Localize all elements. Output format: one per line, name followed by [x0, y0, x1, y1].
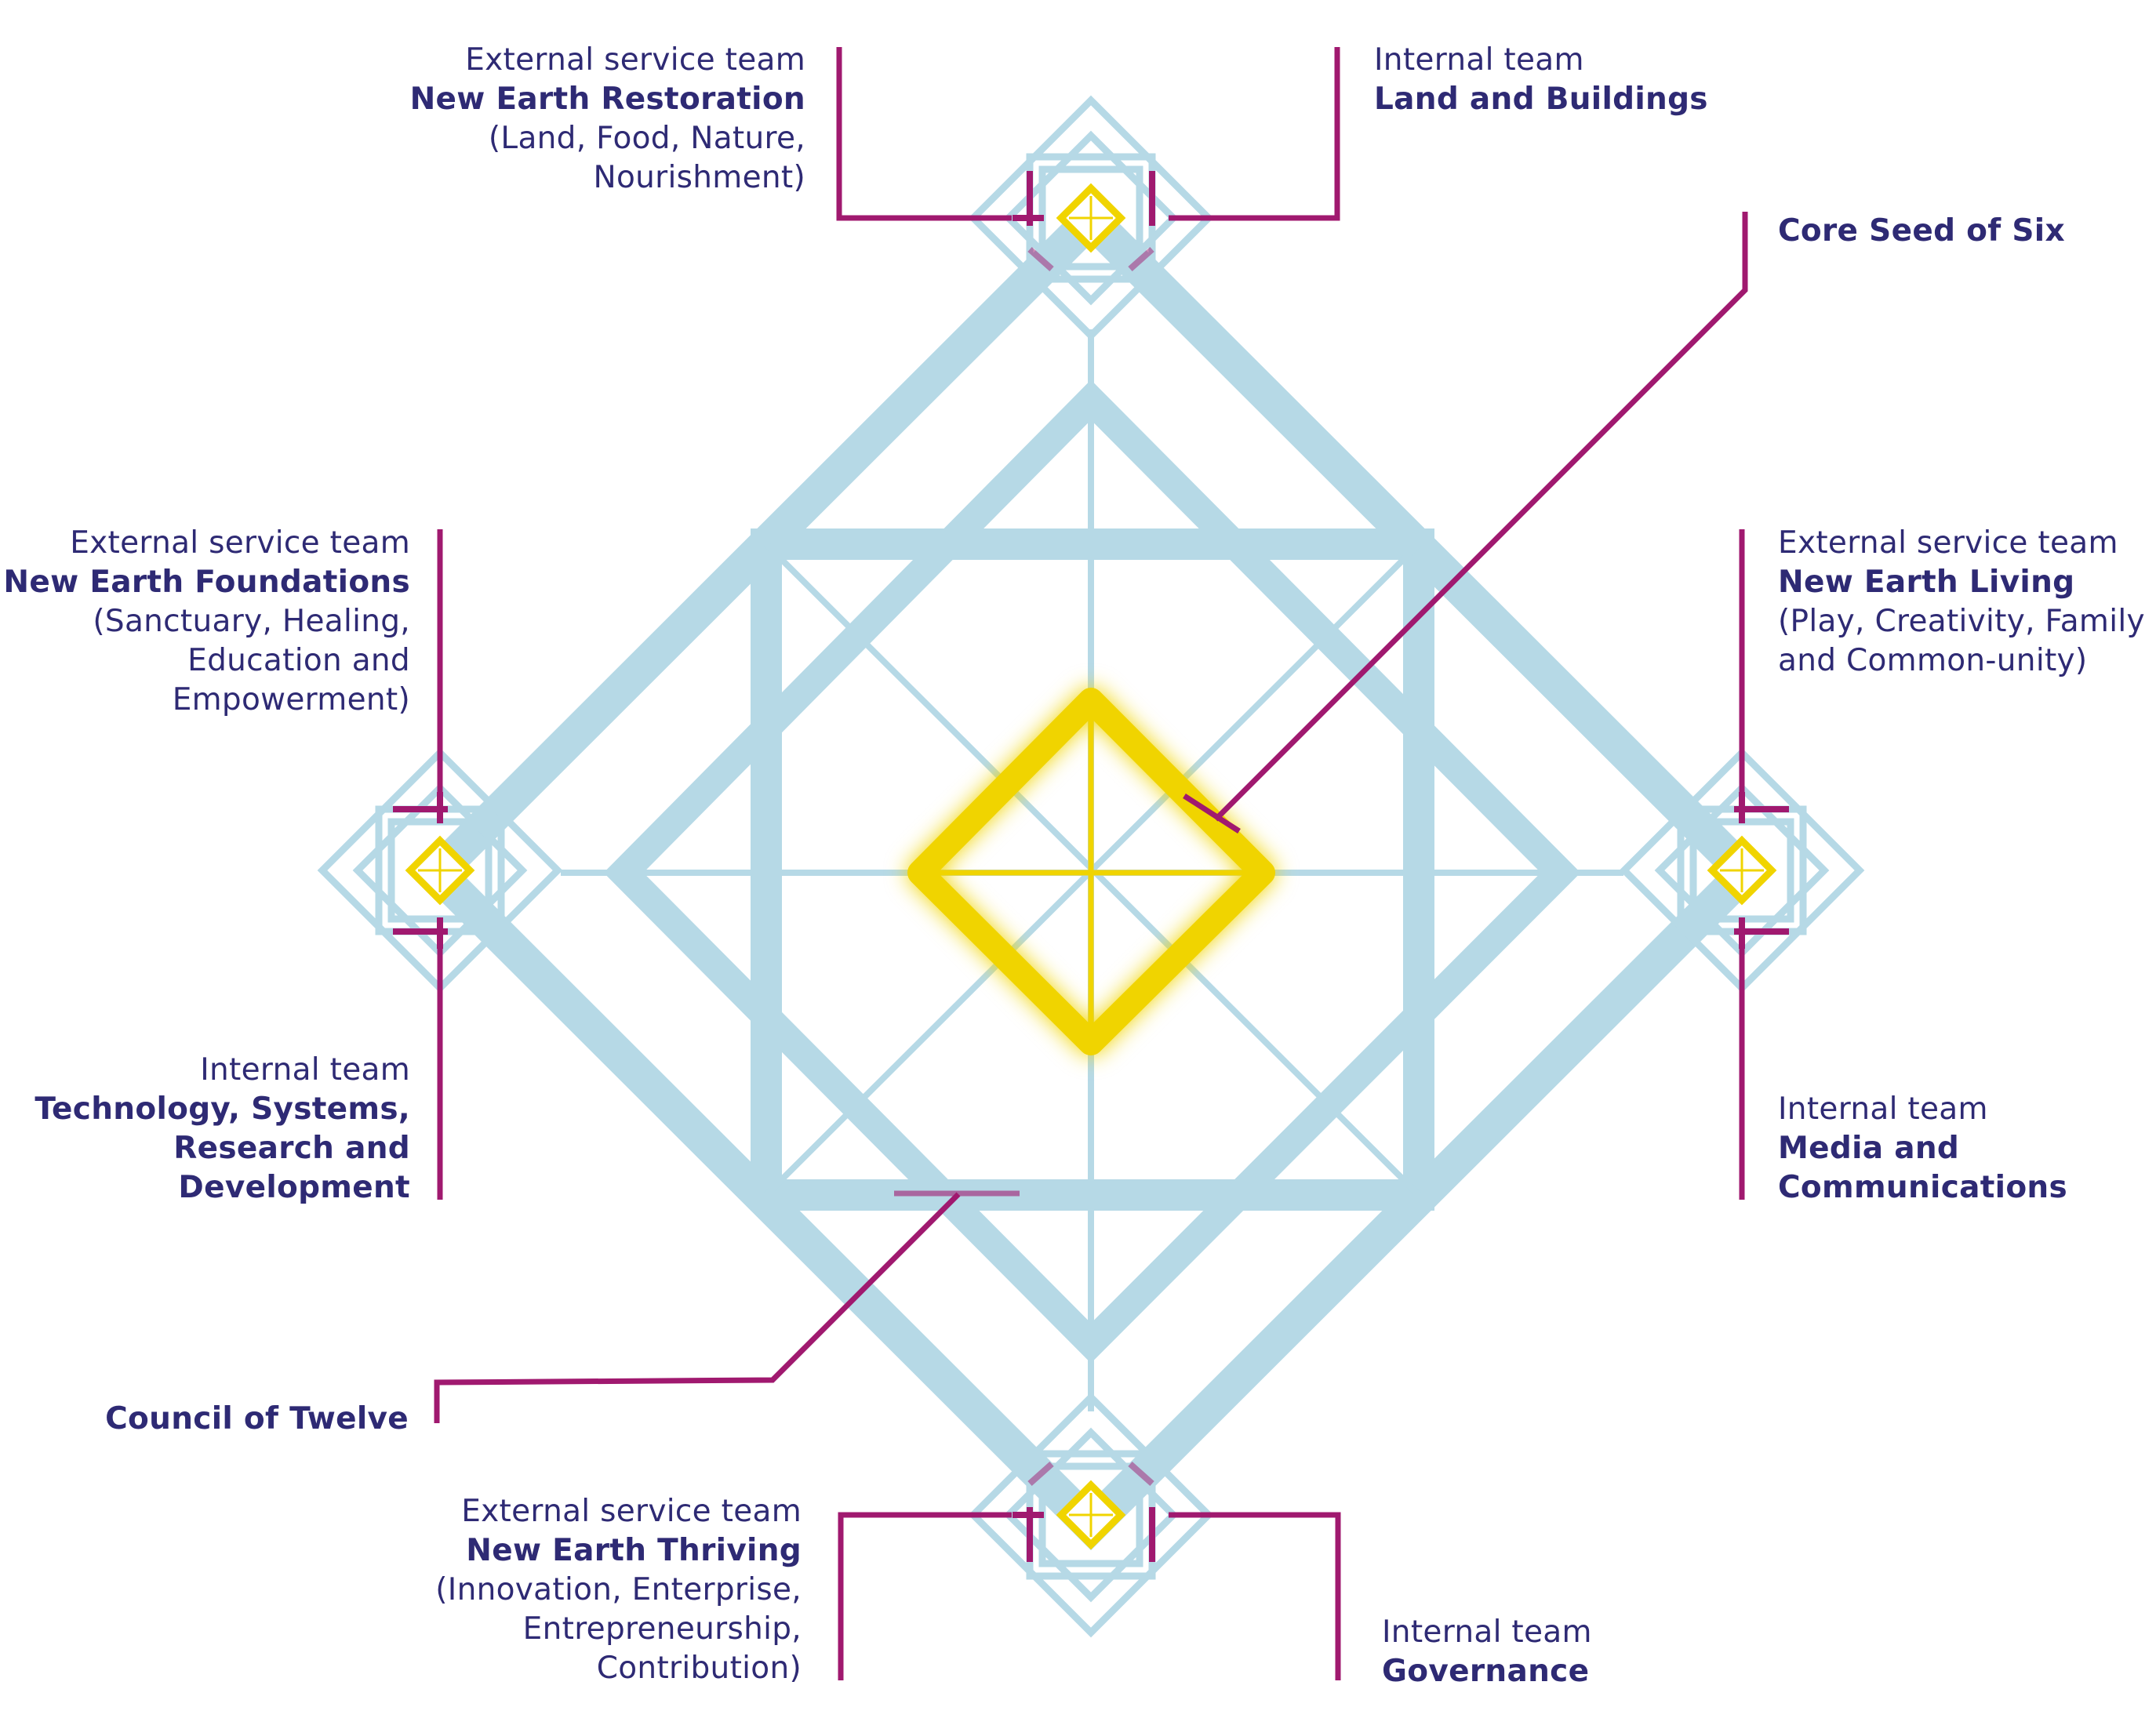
team-description: Empowerment): [172, 682, 410, 717]
team-description: (Sanctuary, Healing,: [93, 604, 410, 639]
team-name: New Earth Restoration: [409, 82, 805, 117]
team-name: Governance: [1382, 1654, 1590, 1689]
team-description: and Common-unity): [1778, 643, 2088, 678]
label-new-earth-restoration: External service team New Earth Restorat…: [410, 41, 805, 198]
label-new-earth-foundations: External service team New Earth Foundati…: [3, 524, 410, 720]
team-name: New Earth Foundations: [3, 565, 410, 600]
team-kind: Internal team: [1374, 42, 1584, 78]
team-description: (Play, Creativity, Family: [1778, 604, 2145, 639]
team-description: Entrepreneurship,: [522, 1611, 802, 1647]
connector-bottom-left: [838, 1512, 1012, 1680]
connector-core-tick: [1183, 794, 1241, 834]
connector-lines: [434, 47, 1748, 1680]
node-bottom: [968, 1392, 1214, 1638]
council-name: Council of Twelve: [105, 1401, 409, 1437]
team-description: Education and: [187, 643, 410, 678]
node-right: [1619, 747, 1865, 993]
team-kind: External service team: [461, 1494, 802, 1529]
team-description: (Land, Food, Nature,: [488, 121, 805, 156]
connector-core: [1213, 212, 1748, 822]
team-kind: Internal team: [1382, 1614, 1592, 1650]
team-kind: Internal team: [200, 1052, 410, 1088]
label-land-and-buildings: Internal team Land and Buildings: [1374, 41, 1708, 119]
team-kind: External service team: [1778, 525, 2118, 561]
label-core-seed-of-six: Core Seed of Six: [1778, 212, 2065, 251]
connector-top-right: [1169, 47, 1340, 221]
connector-top-left: [836, 47, 1012, 221]
label-new-earth-living: External service team New Earth Living (…: [1778, 524, 2145, 681]
team-name: Communications: [1778, 1170, 2068, 1205]
label-media-and-communications: Internal team Media and Communications: [1778, 1090, 2067, 1208]
team-name: New Earth Living: [1778, 565, 2075, 600]
label-council-of-twelve: Council of Twelve: [105, 1400, 409, 1439]
core-name: Core Seed of Six: [1778, 213, 2065, 249]
team-description: Contribution): [596, 1651, 802, 1686]
team-name: Land and Buildings: [1374, 82, 1708, 117]
connector-council: [434, 1192, 961, 1423]
team-kind: External service team: [465, 42, 805, 78]
label-governance: Internal team Governance: [1382, 1613, 1592, 1691]
connector-bottom-right: [1169, 1512, 1341, 1680]
team-description: (Innovation, Enterprise,: [435, 1572, 802, 1607]
team-name: Media and: [1778, 1131, 1960, 1166]
team-kind: Internal team: [1778, 1091, 1988, 1127]
label-technology-systems: Internal team Technology, Systems, Resea…: [35, 1051, 410, 1208]
team-description: Nourishment): [593, 160, 805, 195]
team-name: Development: [178, 1170, 410, 1205]
core-seed-diamond: [907, 688, 1275, 1055]
team-name: Technology, Systems,: [35, 1091, 410, 1127]
node-top: [968, 95, 1214, 341]
team-kind: External service team: [70, 525, 410, 561]
label-new-earth-thriving: External service team New Earth Thriving…: [435, 1492, 802, 1688]
team-name: Research and: [173, 1131, 410, 1166]
team-name: New Earth Thriving: [466, 1533, 802, 1568]
